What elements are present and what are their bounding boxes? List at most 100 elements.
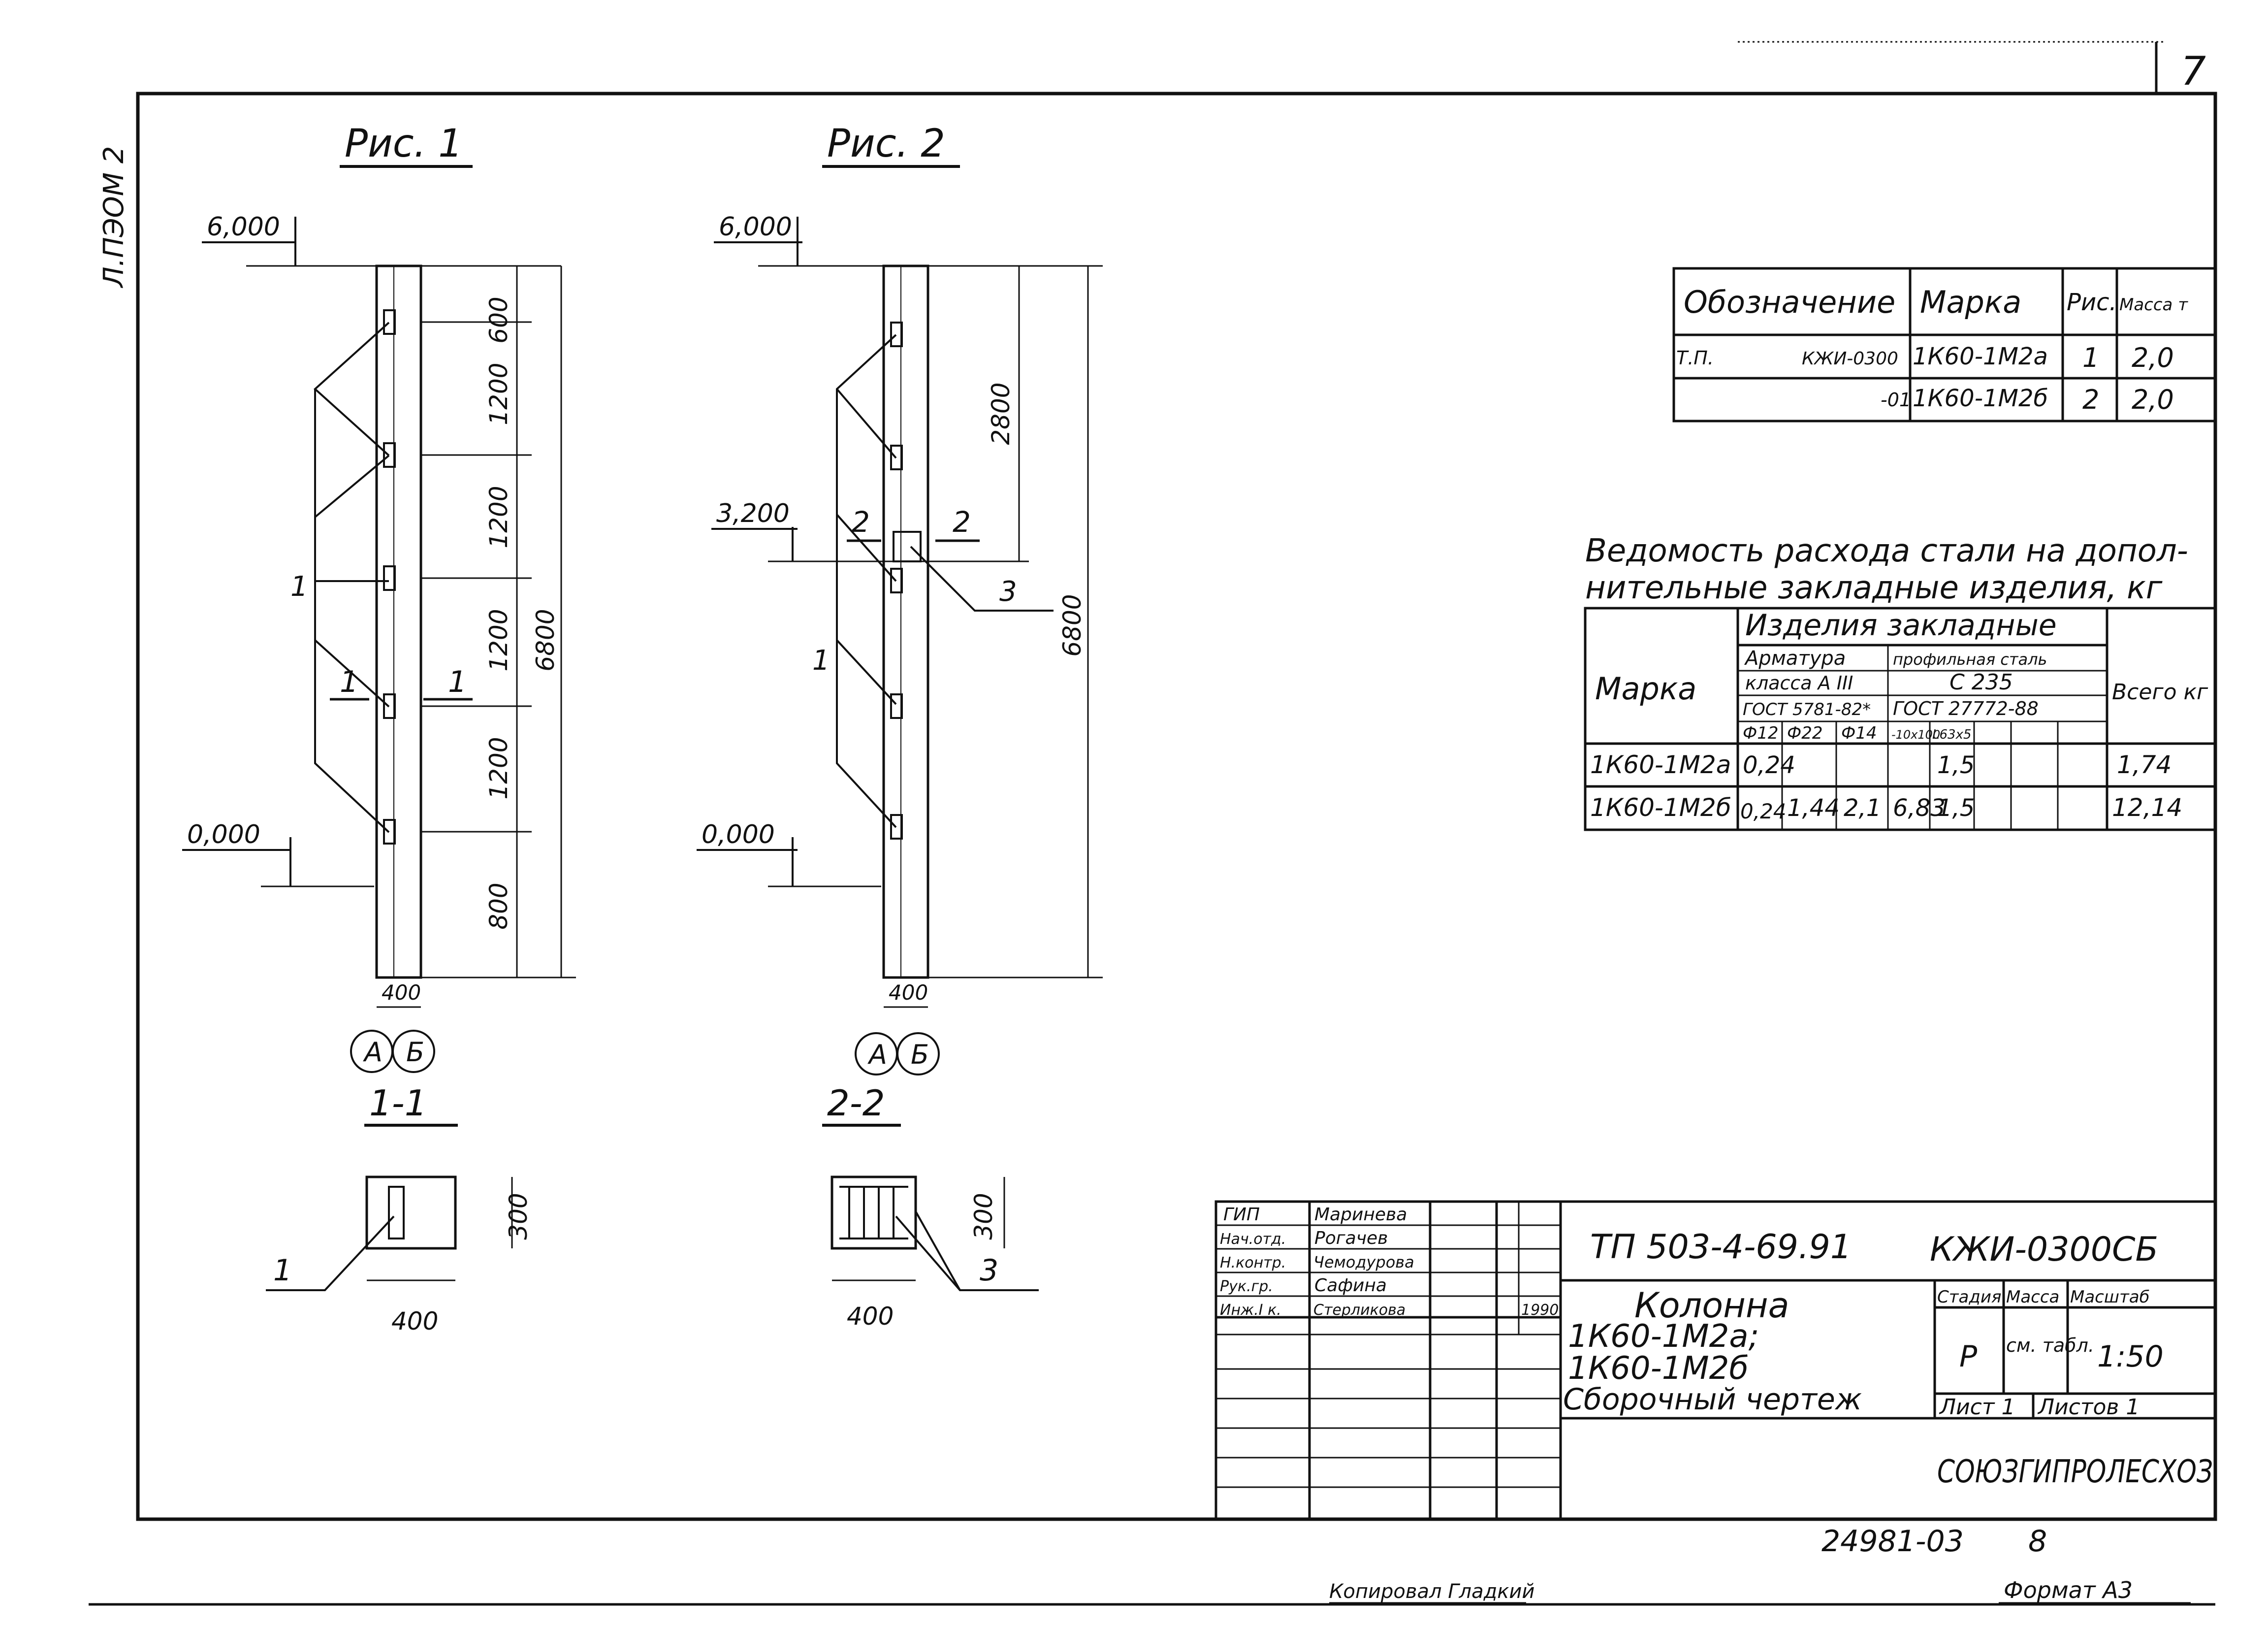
fig2-elev-mid: 3,200 — [716, 499, 790, 528]
organization: СОЮЗГИПРОЛЕСХОЗ — [1937, 1454, 2213, 1490]
fig2-dim-upper: 2800 — [987, 382, 1015, 445]
fig2-elev-top: 6,000 — [719, 212, 792, 242]
steel-sub-5: L63х5 — [1932, 727, 1972, 742]
fig1-elev-zero: 0,000 — [187, 820, 260, 849]
steel-row2-v2: 1,44 — [1787, 794, 1840, 822]
steel-title-line1: Ведомость расхода стали на допол- — [1585, 533, 2188, 569]
fig2-axis-b: Б — [911, 1039, 929, 1070]
sheet-label: Лист 1 — [1939, 1395, 2015, 1420]
staff-role-1: ГИП — [1223, 1205, 1260, 1225]
spec-row1-mass: 2,0 — [2132, 342, 2174, 373]
project-code: ТП 503-4-69.91 — [1590, 1228, 1852, 1267]
format-label: Формат А3 — [2004, 1577, 2133, 1603]
fig2-section-width: 400 — [847, 1302, 894, 1331]
staff-name-4: Сафина — [1314, 1275, 1387, 1296]
fig1-axis-b: Б — [406, 1037, 424, 1068]
fig1-dim-labels: 600 1200 1200 1200 1200 800 6800 — [484, 296, 560, 929]
fig2-width: 400 — [889, 980, 928, 1005]
spec-row2-code: -01 — [1881, 389, 1911, 411]
name-line-4: Сборочный чертеж — [1563, 1382, 1862, 1417]
staff-role-4: Рук.гр. — [1220, 1278, 1273, 1295]
steel-row1-mark: 1К60-1М2а — [1590, 750, 1731, 779]
fig1-leader-label: 1 — [290, 571, 308, 603]
staff-name-2: Рогачев — [1314, 1228, 1388, 1248]
steel-col-total: Всего кг — [2112, 680, 2208, 705]
fig1-title: Рис. 1 — [345, 122, 463, 166]
figure-2: Рис. 2 6,000 1 3 2 2 3,200 — [697, 122, 1103, 1331]
fig2-section-mark-left: 2 — [852, 505, 870, 539]
stage-value: Р — [1959, 1339, 1978, 1374]
doc-code: КЖИ-0300СБ — [1930, 1230, 2158, 1269]
steel-table: Ведомость расхода стали на допол- нитель… — [1584, 533, 2217, 831]
fig2-section-mark-right: 2 — [953, 505, 971, 539]
sheet-frame — [89, 41, 2217, 1606]
fig2-leader-label: 1 — [812, 645, 830, 677]
fig2-elev-zero: 0,000 — [702, 820, 775, 849]
spec-row2-mark: 1К60-1М2б — [1913, 385, 2048, 412]
scale-value: 1:50 — [2097, 1339, 2164, 1374]
steel-armature-class: класса А III — [1745, 672, 1853, 694]
steel-profile-gost: ГОСТ 27772-88 — [1893, 698, 2039, 719]
steel-title-line2: нительные закладные изделия, кг — [1585, 570, 2163, 606]
spec-table: Обозначение Марка Рис. Масса т Т.П. КЖИ-… — [1672, 267, 2217, 423]
spec-row1-prefix: Т.П. — [1676, 347, 1714, 369]
sheets-label: Листов 1 — [2037, 1395, 2140, 1420]
spec-header-fig: Рис. — [2067, 289, 2117, 316]
mass-label: Масса — [2006, 1287, 2059, 1307]
fig2-section-height: 300 — [969, 1193, 998, 1239]
steel-row2-v4: 6,83 — [1893, 794, 1946, 822]
fig1-dim-4: 1200 — [484, 609, 513, 671]
spec-header-mass: Масса т — [2119, 295, 2188, 315]
figure-1: Рис. 1 6,000 1 1 1 0 — [182, 122, 576, 1336]
fig1-dim-3: 1200 — [484, 486, 513, 548]
fig1-section-width: 400 — [391, 1307, 438, 1336]
fig1-axis-a: А — [363, 1037, 383, 1068]
fig1-dim-total: 6800 — [531, 609, 560, 671]
fig1-elev-top: 6,000 — [207, 212, 280, 242]
spec-row2-fig: 2 — [2082, 384, 2099, 415]
bottom-code: 24981-03 — [1821, 1524, 1964, 1559]
spec-header-mark: Марка — [1920, 284, 2021, 320]
spec-row1-mark: 1К60-1М2а — [1913, 343, 2048, 370]
staff-role-3: Н.контр. — [1220, 1254, 1286, 1271]
staff-role-2: Нач.отд. — [1220, 1231, 1286, 1248]
fig1-dim-5: 1200 — [484, 737, 513, 799]
spec-row1-code: КЖИ-0300 — [1802, 349, 1898, 369]
steel-row2-mark: 1К60-1М2б — [1590, 793, 1731, 822]
spec-row1-fig: 1 — [2082, 342, 2099, 373]
fig1-plates — [383, 309, 396, 845]
steel-sub-4: -10х100 — [1891, 728, 1940, 742]
stage-label: Стадия — [1937, 1287, 2001, 1307]
steel-armature-gost: ГОСТ 5781-82* — [1743, 700, 1871, 719]
staff-date-5: 1990 — [1521, 1302, 1559, 1319]
copied-by: Копировал Гладкий — [1329, 1580, 1534, 1603]
fig2-axis-a: А — [867, 1039, 887, 1070]
fig1-width: 400 — [382, 980, 421, 1005]
bottom-num: 8 — [2028, 1524, 2047, 1559]
staff-name-5: Стерликова — [1313, 1302, 1406, 1319]
fig1-dim-1: 600 — [484, 296, 513, 343]
name-line-3: 1К60-1М2б — [1568, 1350, 1749, 1387]
fig1-section-leader: 1 — [273, 1253, 292, 1288]
fig2-section-leader: 3 — [980, 1253, 998, 1288]
scale-label: Масштаб — [2070, 1287, 2150, 1307]
steel-row2-total: 12,14 — [2112, 793, 2182, 822]
fig2-dim-total: 6800 — [1058, 594, 1086, 656]
spec-row2-mass: 2,0 — [2132, 384, 2174, 415]
steel-row1-total: 1,74 — [2117, 750, 2172, 779]
steel-sub-2: Ф22 — [1787, 723, 1823, 743]
fig1-section-title: 1-1 — [369, 1082, 427, 1124]
fig1-section-mark-right: 1 — [448, 665, 467, 699]
mass-value: см. табл. — [2006, 1335, 2094, 1356]
steel-row2-v1: 0,24 — [1740, 799, 1787, 823]
fig2-section-title: 2-2 — [827, 1082, 885, 1124]
steel-row1-v5: 1,5 — [1937, 751, 1975, 779]
side-label: Л.ПЭОМ 2 — [98, 146, 130, 289]
title-block: ГИП Маринева Нач.отд. Рогачев Н.контр. Ч… — [1214, 1200, 2217, 1521]
page-number: 7 — [2181, 48, 2206, 94]
steel-row2-v3: 2,1 — [1844, 794, 1881, 822]
fig2-leader-label-3: 3 — [999, 576, 1017, 608]
steel-row2-v5: 1,5 — [1937, 794, 1975, 822]
steel-armature: Арматура — [1744, 647, 1846, 670]
